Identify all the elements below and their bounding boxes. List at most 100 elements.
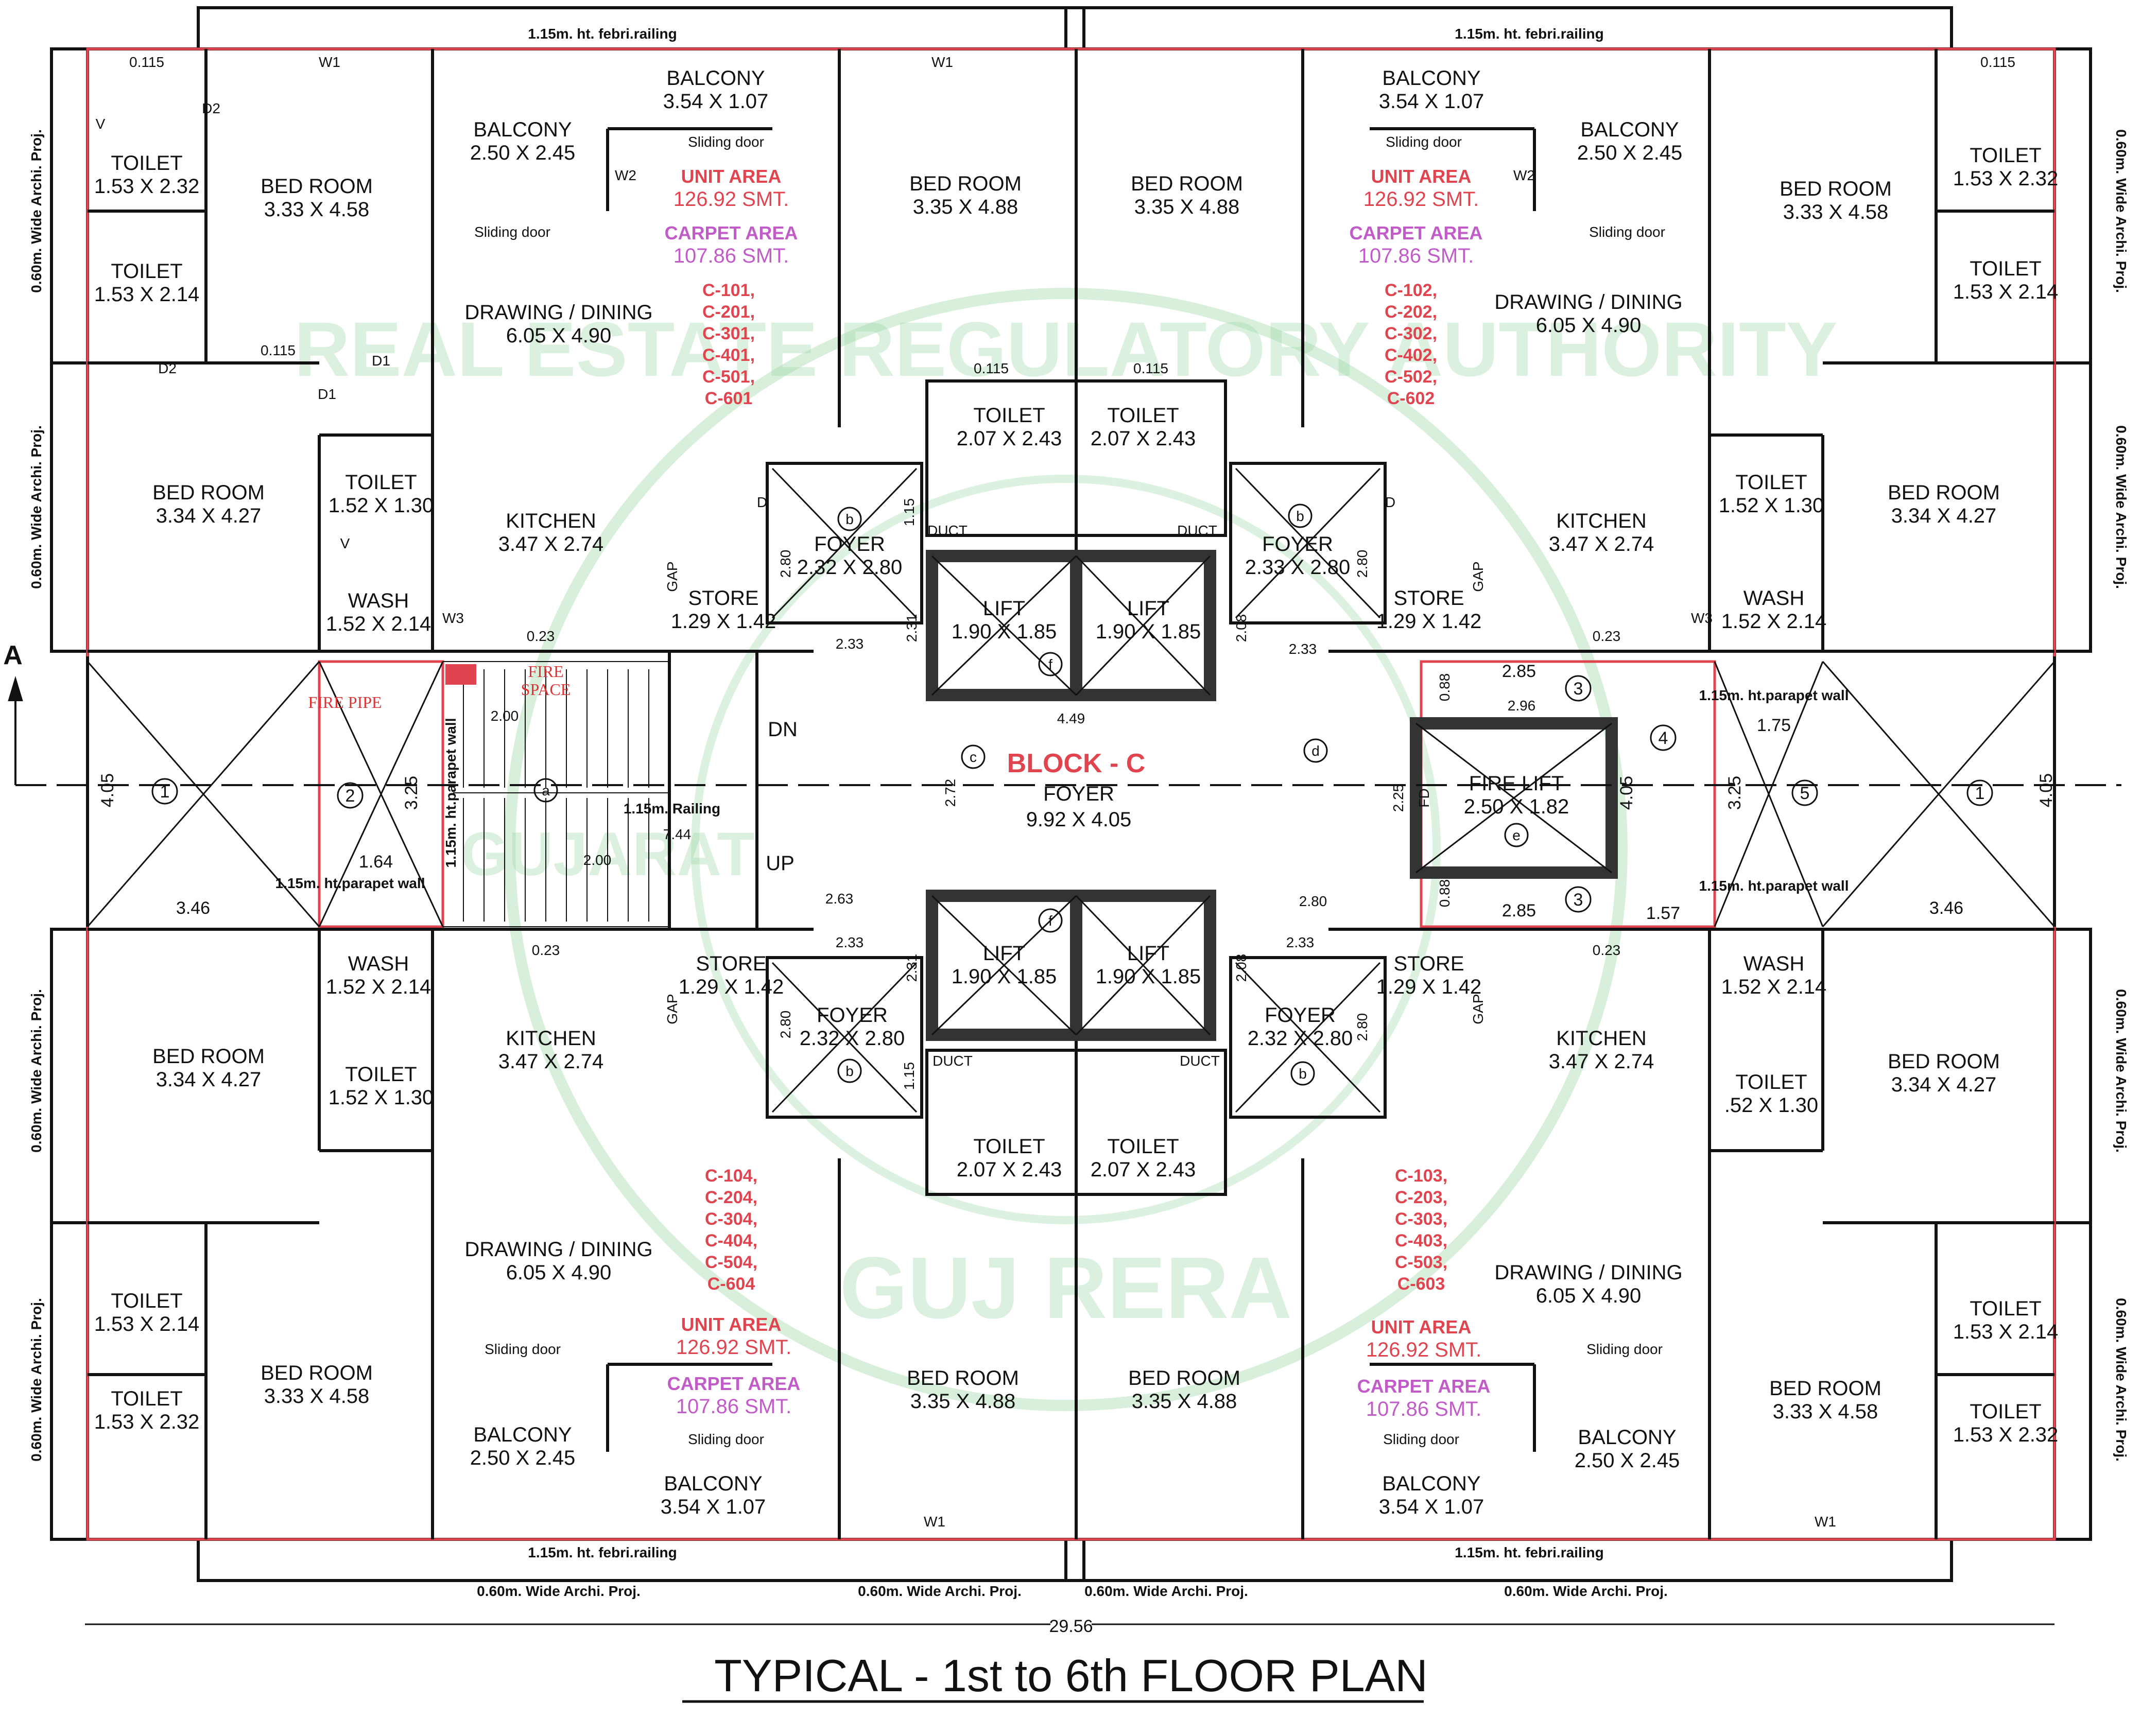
room-dims: 1.53 X 2.14 [94,283,200,306]
gap-label: GAP [1470,994,1486,1024]
dim: 2.31 [904,614,920,643]
room-name: LIFT [983,597,1025,620]
unit-no: C-601 [705,389,753,408]
dim: 4.05 [98,773,117,807]
room-name: TOILET [345,1063,417,1086]
room-dims: 3.33 X 4.58 [264,198,370,221]
unit-no: C-101, [702,281,755,300]
room-dims: 2.07 X 2.43 [1091,1158,1196,1181]
unit-info-bl: C-104, C-204, C-304, C-404, C-504, C-604… [667,1166,801,1418]
unit-area-label: UNIT AREA [681,1314,782,1335]
unit-no: C-401, [702,345,755,365]
annotations: 1.15m. ht. febri.railing 1.15m. ht. febr… [28,26,2129,1599]
tag: W1 [319,54,340,70]
room-name: FOYER [817,1004,888,1027]
room-dims: 1.52 X 1.30 [329,494,434,517]
room-name: FOYER [1262,533,1333,555]
dim: 3.25 [1725,776,1745,810]
room-dims: 3.34 X 4.27 [156,1068,262,1091]
fire-space-note: SPACE [521,680,571,699]
proj-note: 0.60m. Wide Archi. Proj. [858,1583,1022,1599]
room-name: BED ROOM [907,1367,1019,1390]
dim: 0.115 [974,360,1009,376]
room-dims: 6.05 X 4.90 [506,1261,612,1284]
dim: 2.00 [491,708,519,724]
staircase [443,661,669,927]
room-name: BED ROOM [261,1362,373,1384]
dim: 2.85 [1502,662,1536,681]
dim: 2.80 [1354,550,1370,578]
dim: 0.88 [1437,879,1453,908]
dim: 0.115 [129,54,164,70]
room-dims: 3.54 X 1.07 [663,90,769,113]
dim: 2.72 [942,779,958,807]
dim: 0.115 [1980,54,2015,70]
unit-info-tr: UNIT AREA 126.92 SMT. CARPET AREA 107.86… [1350,166,1483,408]
carpet-area-label: CARPET AREA [667,1373,801,1394]
proj-note: 0.60m. Wide Archi. Proj. [28,129,44,293]
room-name: BALCONY [1578,1426,1676,1449]
dim: 0.23 [1593,942,1621,958]
room-name: BALCONY [1382,67,1480,90]
dim: 1.15 [901,1062,917,1090]
dim: 2.96 [1508,698,1536,714]
tag: D1 [318,386,336,402]
unit-no: C-301, [702,324,755,343]
room-name: KITCHEN [1556,510,1647,532]
dim: 1.15 [901,498,917,527]
carpet-area-label: CARPET AREA [1350,222,1483,244]
duct-label: DUCT [933,1053,973,1069]
fire-equipment-icon [445,664,476,685]
dim: 2.08 [1233,614,1249,643]
unit-area-value: 126.92 SMT. [1363,188,1479,211]
room-name: BALCONY [1382,1472,1480,1495]
room-dims: 1.52 X 2.14 [326,976,431,998]
room-name: BALCONY [664,1472,762,1495]
carpet-area-value: 107.86 SMT. [676,1395,792,1418]
duct-label: DUCT [927,523,968,539]
room-name: BED ROOM [1888,1050,2000,1073]
room-dims: 2.07 X 2.43 [957,427,1062,450]
sliding-door-note: Sliding door [1386,134,1462,150]
unit-no: C-104, [705,1166,757,1186]
unit-info-br: C-103, C-203, C-303, C-403, C-503, C-603… [1357,1166,1491,1420]
unit-area-label: UNIT AREA [1371,1316,1472,1338]
stair-down-label: DN [768,718,798,741]
unit-area-label: UNIT AREA [1371,166,1472,187]
tag: D1 [372,353,390,369]
parapet-note: 1.15m. ht.parapet wall [1699,687,1849,703]
room-name: DRAWING / DINING [1494,1261,1682,1284]
dim: 2.85 [1502,901,1536,921]
room-dims: 6.05 X 4.90 [506,324,612,347]
room-name: BED ROOM [152,481,265,504]
sliding-door-note: Sliding door [1383,1431,1459,1447]
room-dims: 2.50 X 2.45 [470,142,576,164]
tag: D [757,494,767,510]
dim: 2.00 [583,852,612,868]
room-dims: 3.35 X 4.88 [1134,196,1240,218]
unit-no: C-603 [1397,1274,1445,1294]
room-name: BED ROOM [1131,172,1243,195]
room-dims: 1.53 X 2.14 [1953,1321,2059,1343]
room-dims: 3.34 X 4.27 [156,505,262,527]
unit-no: C-102, [1385,281,1437,300]
lift-crosses [87,467,2056,1113]
unit-no: C-302, [1385,324,1437,343]
tag: W2 [615,167,636,183]
unit-no: C-402, [1385,345,1437,365]
room-name: BED ROOM [152,1045,265,1068]
room-name: STORE [688,587,758,610]
grid-references [151,504,1993,1086]
section-marker-a: A [3,640,23,670]
grid-ref: 1 [1975,784,1985,803]
railing-note: 1.15m. ht. febri.railing [528,1544,677,1560]
proj-note: 0.60m. Wide Archi. Proj. [28,989,44,1153]
dim: 2.80 [778,1011,793,1039]
room-dims: 1.90 X 1.85 [1096,965,1201,988]
room-name: FOYER [1043,783,1114,805]
room-dims: 3.34 X 4.27 [1891,505,1997,527]
room-dims: 1.53 X 2.32 [1953,1423,2059,1446]
room-dims: 3.35 X 4.88 [910,1390,1016,1413]
grid-ref: 3 [1574,679,1583,699]
